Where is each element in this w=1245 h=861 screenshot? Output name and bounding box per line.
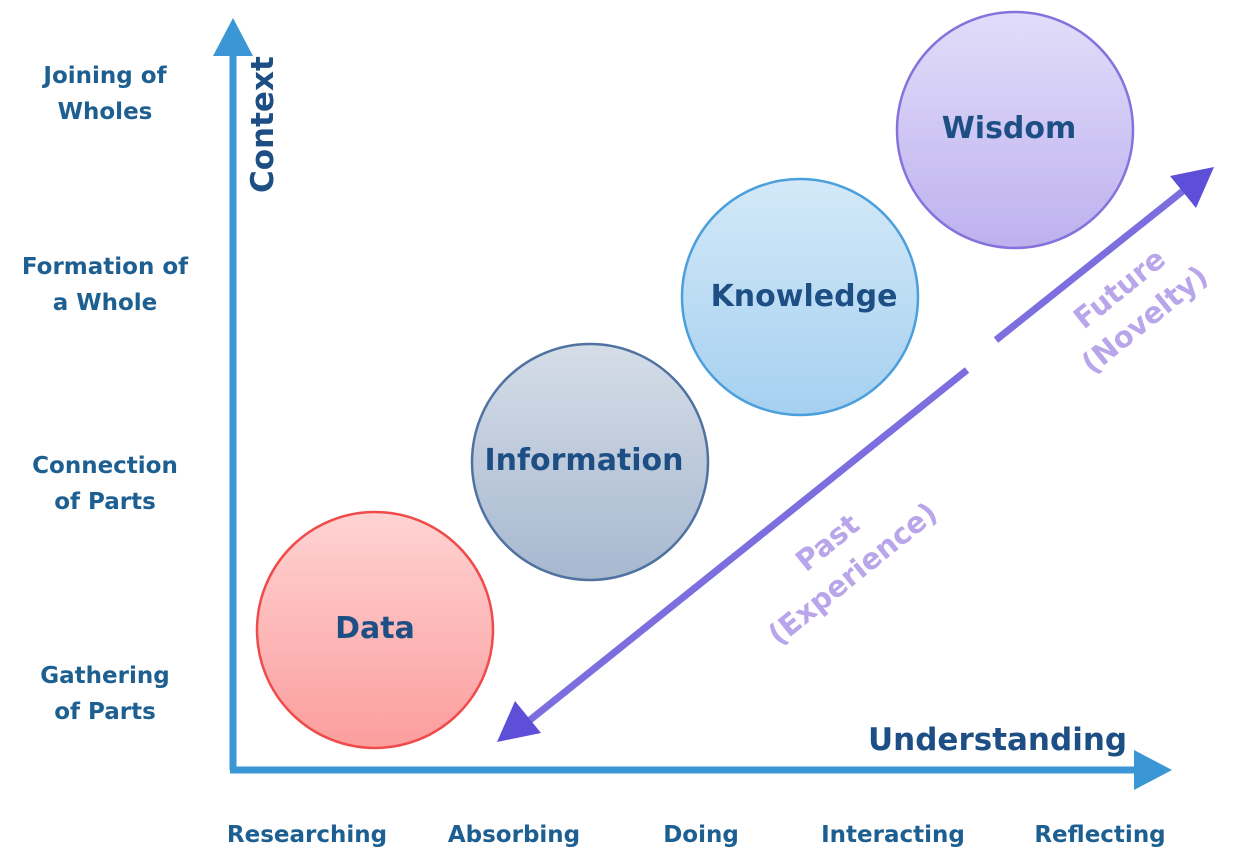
past-arrowhead — [497, 701, 541, 742]
y-level-gathering-of-parts: Gathering of Parts — [40, 663, 170, 725]
wisdom-circle — [895, 10, 1135, 250]
x-level-doing: Doing — [663, 822, 739, 848]
y-axis-arrowhead — [213, 18, 253, 56]
knowledge-circle — [680, 177, 920, 417]
y-axis-title: Context — [245, 56, 281, 193]
y-level-connection-of-parts: Connection of Parts — [32, 453, 178, 515]
information-circle — [470, 342, 710, 582]
x-level-absorbing: Absorbing — [447, 822, 581, 848]
y-level-joining-of-wholes: Joining of Wholes — [43, 63, 167, 125]
x-level-interacting: Interacting — [821, 822, 965, 848]
x-axis-arrowhead — [1134, 750, 1172, 790]
data-label: Data — [335, 611, 415, 646]
past-arrow-line — [522, 367, 970, 727]
x-level-reflecting: Reflecting — [1034, 822, 1166, 848]
future-arrowhead — [1170, 167, 1214, 208]
data-circle — [255, 510, 495, 750]
knowledge-label: Knowledge — [710, 279, 898, 314]
x-axis-title: Understanding — [868, 722, 1128, 758]
y-level-formation-of-a-whole: Formation of a Whole — [21, 254, 189, 316]
wisdom-label: Wisdom — [941, 111, 1077, 146]
information-label: Information — [484, 443, 684, 478]
x-level-researching: Researching — [226, 822, 388, 848]
future-arrow-line — [993, 184, 1191, 343]
